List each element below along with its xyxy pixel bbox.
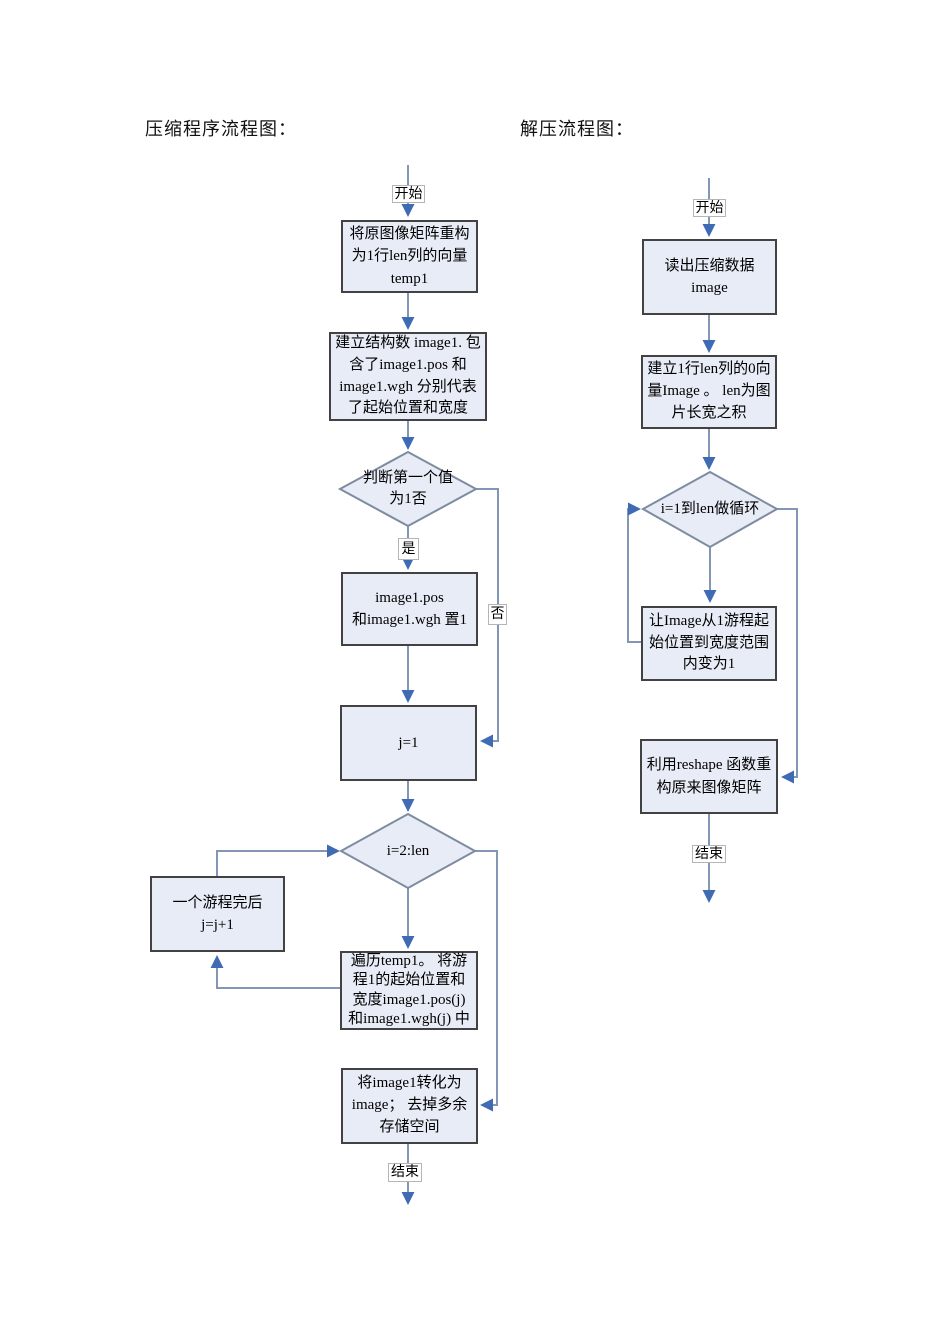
no-tag: 否 (488, 604, 507, 625)
decision-diamond-i1len (640, 470, 780, 549)
flow-node-build-struct: 建立结构数 image1. 包 含了image1.pos 和 image1.wg… (329, 332, 487, 421)
flow-node-reshape-to-vector: 将原图像矩阵重构 为1行len列的向量 temp1 (341, 220, 478, 293)
flow-decision-i1len: i=1到len做循环 (660, 500, 760, 517)
flow-node-j-init: j=1 (340, 705, 477, 781)
flow-node-set-range-to-one: 让Image从1游程起 始位置到宽度范围 内变为1 (641, 606, 777, 681)
left-chart-title: 压缩程序流程图： (145, 119, 297, 139)
flow-node-convert-image: 将image1转化为 image； 去掉多余 存储空间 (341, 1068, 478, 1144)
flow-node-read-data: 读出压缩数据 image (642, 239, 777, 315)
decision-diamond-first-value (337, 450, 479, 528)
flow-node-run-done: 一个游程完后 j=j+1 (150, 876, 285, 952)
yes-tag: 是 (398, 538, 419, 560)
end-tag-left: 结束 (388, 1163, 422, 1182)
flow-node-build-zero-vector: 建立1行len列的0向 量Image 。 len为图 片长宽之积 (641, 355, 777, 429)
decision-diamond-i2len (338, 812, 478, 890)
flow-node-traverse: 遍历temp1。 将游 程1的起始位置和 宽度image1.pos(j) 和im… (340, 951, 478, 1030)
end-tag-right: 结束 (692, 845, 726, 863)
flow-decision-i2len: i=2:len (386, 842, 430, 859)
start-tag-left: 开始 (392, 185, 425, 203)
flow-decision-check-first-value: 判断第一个值 为1否 (362, 470, 453, 507)
right-chart-title: 解压流程图： (520, 119, 634, 139)
start-tag-right: 开始 (693, 199, 726, 217)
flow-node-set-pos-wgh: image1.pos 和image1.wgh 置1 (341, 572, 478, 646)
flow-node-reshape-matrix: 利用reshape 函数重 构原来图像矩阵 (640, 739, 778, 814)
